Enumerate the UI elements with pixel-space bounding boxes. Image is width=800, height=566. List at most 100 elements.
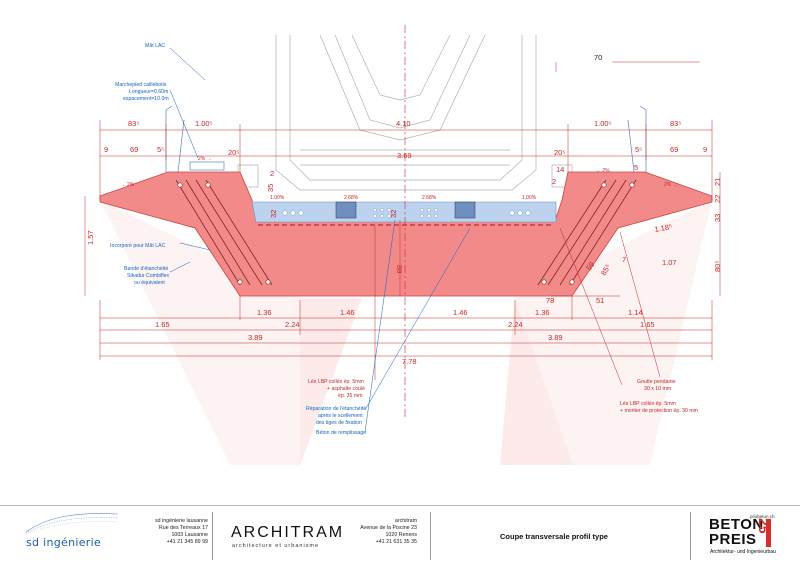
dim-small-1: 35 (266, 184, 275, 192)
architram-logo-text: ARCHITRAM (231, 524, 345, 541)
note-reparation-0: Réparation de l'étanchéité (306, 406, 366, 412)
slope-labels: 2% → ←2% ← 2% 2% → (122, 156, 678, 188)
dim-top-3: 1.00⁵ (594, 119, 612, 128)
note-les-lbp-2-1: + mortier de protection ép. 30 mm (620, 408, 698, 414)
ballast-zone (251, 201, 557, 223)
dim-top-2: 4.10 (396, 119, 411, 128)
note-incorpore: Incorporé pour Mât LAC (110, 243, 166, 249)
slope-right-top: ← 2% (596, 168, 610, 174)
slope-right-cant: 2% → (664, 182, 678, 188)
dim-small-7: 1.00% (522, 195, 537, 201)
annotation-leaders-red (374, 226, 661, 386)
dim-row-a-1: 2.24 (285, 320, 300, 329)
arch-address-line: Avenue de la Piscine 23 (360, 525, 417, 531)
dim-small-4: 1.00% (270, 195, 285, 201)
dim-small-0: 2 (270, 169, 274, 178)
dim-right-6: 7 (622, 255, 626, 264)
pier-shading (100, 200, 712, 465)
dim-mid-0: 88 (395, 265, 404, 273)
arch-address-line: +41 21 631 35 35 (375, 539, 417, 545)
left-outer-shade (100, 200, 300, 465)
slope-left-cant: ←2% (122, 182, 135, 188)
dim-row2-3: 20⁵ (228, 148, 239, 157)
dim-small-2: 32 (269, 210, 278, 218)
dim-small-10: 5 (634, 163, 638, 172)
dim-row2-8: 9 (703, 145, 707, 154)
dim-top-1: 1.00⁵ (195, 119, 213, 128)
betonpreis-url: prixbeton.ch (750, 514, 775, 519)
note-marchepied-2: espacement=10.0m (123, 96, 169, 102)
dim-right-9: 78 (546, 296, 554, 305)
deck-concrete (99, 171, 713, 297)
note-les-lbp-1-1: + asphalte coulé (327, 386, 365, 392)
note-bande-0: Bande d'étanchéité (124, 266, 168, 272)
dim-small-3: 32 (389, 210, 398, 218)
dim-row-a-0: 1.65 (155, 320, 170, 329)
note-reparation-1: après le scellement (318, 413, 363, 419)
dim-row2-5: 20⁵ (554, 148, 565, 157)
dim-mid-2: 1.46 (340, 308, 355, 317)
dim-row2-2: 5⁵ (157, 145, 164, 154)
betonpreis-word-1: BETON (709, 516, 764, 533)
inclined-elements (175, 179, 637, 286)
note-mat-lac: Mât LAC (145, 43, 165, 49)
dim-mid-5: 1.14 (628, 308, 643, 317)
separator (430, 512, 431, 560)
sheet-title-text: Coupe transversale profil type (500, 532, 608, 541)
note-les-lbp-1-2: ép. 35 mm (338, 393, 363, 399)
architram-subtitle: architecture et urbanisme (232, 543, 320, 549)
dim-top-0: 83⁵ (128, 119, 139, 128)
dim-mid-3: 1.46 (453, 308, 468, 317)
dim-right-0: 21 (713, 178, 722, 186)
note-marchepied-0: Marchepied caillebotis (115, 82, 167, 88)
sd-address-line: Rue des Terreaux 17 (158, 525, 208, 531)
separator (690, 512, 691, 560)
arch-address-line: architram (394, 518, 417, 524)
dim-left-0: 1.57 (86, 230, 95, 245)
arch-address-line: 1020 Renens (385, 532, 417, 538)
title-block: sd ingénierie sd ingénierie lausanne Rue… (0, 505, 800, 566)
sd-swoosh-icon (25, 513, 119, 535)
note-goutte-1: 30 x 10 mm (644, 386, 671, 392)
dim-right-7: 59 (584, 260, 596, 272)
dim-row2-6: 5⁵ (635, 145, 642, 154)
dim-right-5: 1.18⁵ (654, 222, 673, 234)
dim-row2-1: 69 (130, 145, 138, 154)
note-goutte-0: Goutte pendante (637, 379, 676, 385)
dim-top-4: 83⁵ (670, 119, 681, 128)
dim-row-a-2: 2.24 (508, 320, 523, 329)
betonpreis-number: 25 (756, 518, 772, 534)
separator (212, 512, 213, 560)
sheet-title: Coupe transversale profil type (500, 506, 650, 566)
sd-address-line: sd ingénierie lausanne (154, 518, 208, 524)
sd-logo-text: sd ingénierie (26, 536, 102, 549)
right-outer-shade (515, 200, 712, 465)
sd-address: sd ingénierie lausanne Rue des Terreaux … (130, 506, 208, 566)
sd-address-line: +41 21 345 89 99 (166, 539, 208, 545)
betonpreis-word-2: PREIS (709, 531, 757, 548)
dim-total: 7.78 (402, 357, 417, 366)
rail-right (454, 201, 476, 219)
annotations-red: Lés LBP collés ép. 5mm + asphalte coulé … (308, 379, 698, 414)
dim-top-5: 70 (594, 53, 602, 62)
sd-address-line: 1003 Lausanne (171, 532, 208, 538)
dim-row-b-1: 3.89 (548, 333, 563, 342)
dim-right-2: 33 (713, 214, 722, 222)
dim-small-6: 2.68% (422, 195, 437, 201)
dim-right-10: 51 (596, 296, 604, 305)
rail-left (335, 201, 357, 219)
dim-row2-4: 3.69 (397, 151, 412, 160)
dimension-texts: 83⁵ 1.00⁵ 4.10 1.00⁵ 83⁵ 70 9 69 5⁵ 20⁵ … (86, 53, 722, 366)
rail-fixations (282, 201, 531, 219)
dim-right-4: 1.07 (662, 258, 677, 267)
betonpreis-bar-icon (766, 519, 771, 547)
note-les-lbp-2-0: Lés LBP collés ép. 5mm (620, 401, 676, 407)
annotations-blue: Mât LAC Marchepied caillebotis Longueur=… (110, 43, 366, 436)
dim-small-8: 14 (556, 165, 564, 174)
betonpreis-subtitle: Architektur- und Ingenieurbau (710, 549, 776, 555)
dimension-lines (84, 61, 721, 360)
annotation-leaders-blue (169, 47, 471, 433)
dim-small-9: 2 (552, 177, 556, 186)
dim-mid-1: 1.36 (257, 308, 272, 317)
